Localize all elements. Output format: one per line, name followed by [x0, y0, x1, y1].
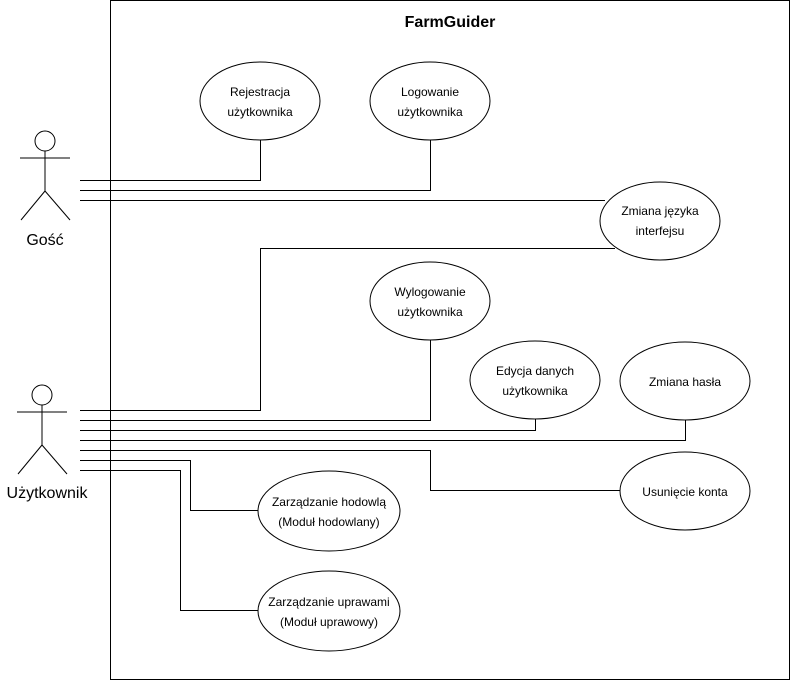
use-case-registration-line2: użytkownika [227, 105, 293, 119]
edge-user-language [80, 248, 615, 411]
edge-user-crops [80, 470, 258, 611]
use-case-crops-ellipse [257, 570, 401, 652]
actor-guest-leg-right [44, 190, 71, 221]
use-case-login[interactable]: Logowanie użytkownika [369, 61, 491, 141]
edge-guest-login [80, 140, 431, 191]
use-case-delete-account-line1: Usunięcie konta [642, 485, 728, 499]
actor-user-head [31, 384, 53, 406]
use-case-livestock[interactable]: Zarządzanie hodowlą (Moduł hodowlany) [257, 470, 401, 552]
use-case-crops-line2: (Moduł uprawowy) [280, 615, 378, 629]
use-case-logout-line1: Wylogowanie [394, 285, 466, 299]
connectors [80, 140, 686, 611]
use-case-language-line2: interfejsu [636, 224, 685, 238]
use-case-delete-account-ellipse [619, 451, 751, 531]
actor-user-leg-right [41, 444, 68, 475]
actor-user-label: Użytkownik [7, 485, 89, 502]
actor-guest-label: Gość [26, 232, 63, 249]
actor-guest: Gość [20, 130, 71, 249]
use-case-livestock-ellipse [257, 470, 401, 552]
use-case-login-line2: użytkownika [397, 105, 463, 119]
use-case-password[interactable]: Zmiana hasła [619, 341, 751, 421]
use-case-logout[interactable]: Wylogowanie użytkownika [369, 261, 491, 341]
use-case-registration-ellipse [199, 61, 321, 141]
use-case-registration-line1: Rejestracja [230, 85, 290, 99]
actor-user: Użytkownik [7, 384, 89, 502]
use-case-livestock-line2: (Moduł hodowlany) [278, 515, 379, 529]
use-case-login-ellipse [369, 61, 491, 141]
use-case-edit-data-ellipse [469, 340, 601, 420]
use-case-delete-account[interactable]: Usunięcie konta [619, 451, 751, 531]
system-title: FarmGuider [405, 14, 496, 31]
edge-user-delete-account [80, 450, 622, 491]
use-case-crops[interactable]: Zarządzanie uprawami (Moduł uprawowy) [257, 570, 401, 652]
actor-user-leg-left [17, 444, 43, 475]
edge-user-logout [80, 340, 431, 421]
use-case-password-ellipse [619, 341, 751, 421]
use-case-registration[interactable]: Rejestracja użytkownika [199, 61, 321, 141]
use-case-password-line1: Zmiana hasła [649, 375, 721, 389]
actor-guest-head [34, 130, 56, 152]
use-case-livestock-line1: Zarządzanie hodowlą [272, 495, 386, 509]
edge-guest-registration [80, 140, 261, 181]
use-case-language[interactable]: Zmiana języka interfejsu [599, 181, 721, 261]
edge-user-edit-data [80, 418, 536, 431]
edge-user-password [80, 420, 686, 441]
use-case-crops-line1: Zarządzanie uprawami [268, 595, 389, 609]
use-case-edit-data[interactable]: Edycja danych użytkownika [469, 340, 601, 420]
use-case-edit-data-line2: użytkownika [502, 384, 568, 398]
use-case-login-line1: Logowanie [401, 85, 459, 99]
use-case-edit-data-line1: Edycja danych [496, 364, 574, 378]
use-case-language-ellipse [599, 181, 721, 261]
use-case-language-line1: Zmiana języka [621, 204, 699, 218]
use-case-logout-ellipse [369, 261, 491, 341]
actor-guest-leg-left [20, 190, 46, 221]
use-case-logout-line2: użytkownika [397, 305, 463, 319]
edge-user-livestock [80, 460, 258, 511]
